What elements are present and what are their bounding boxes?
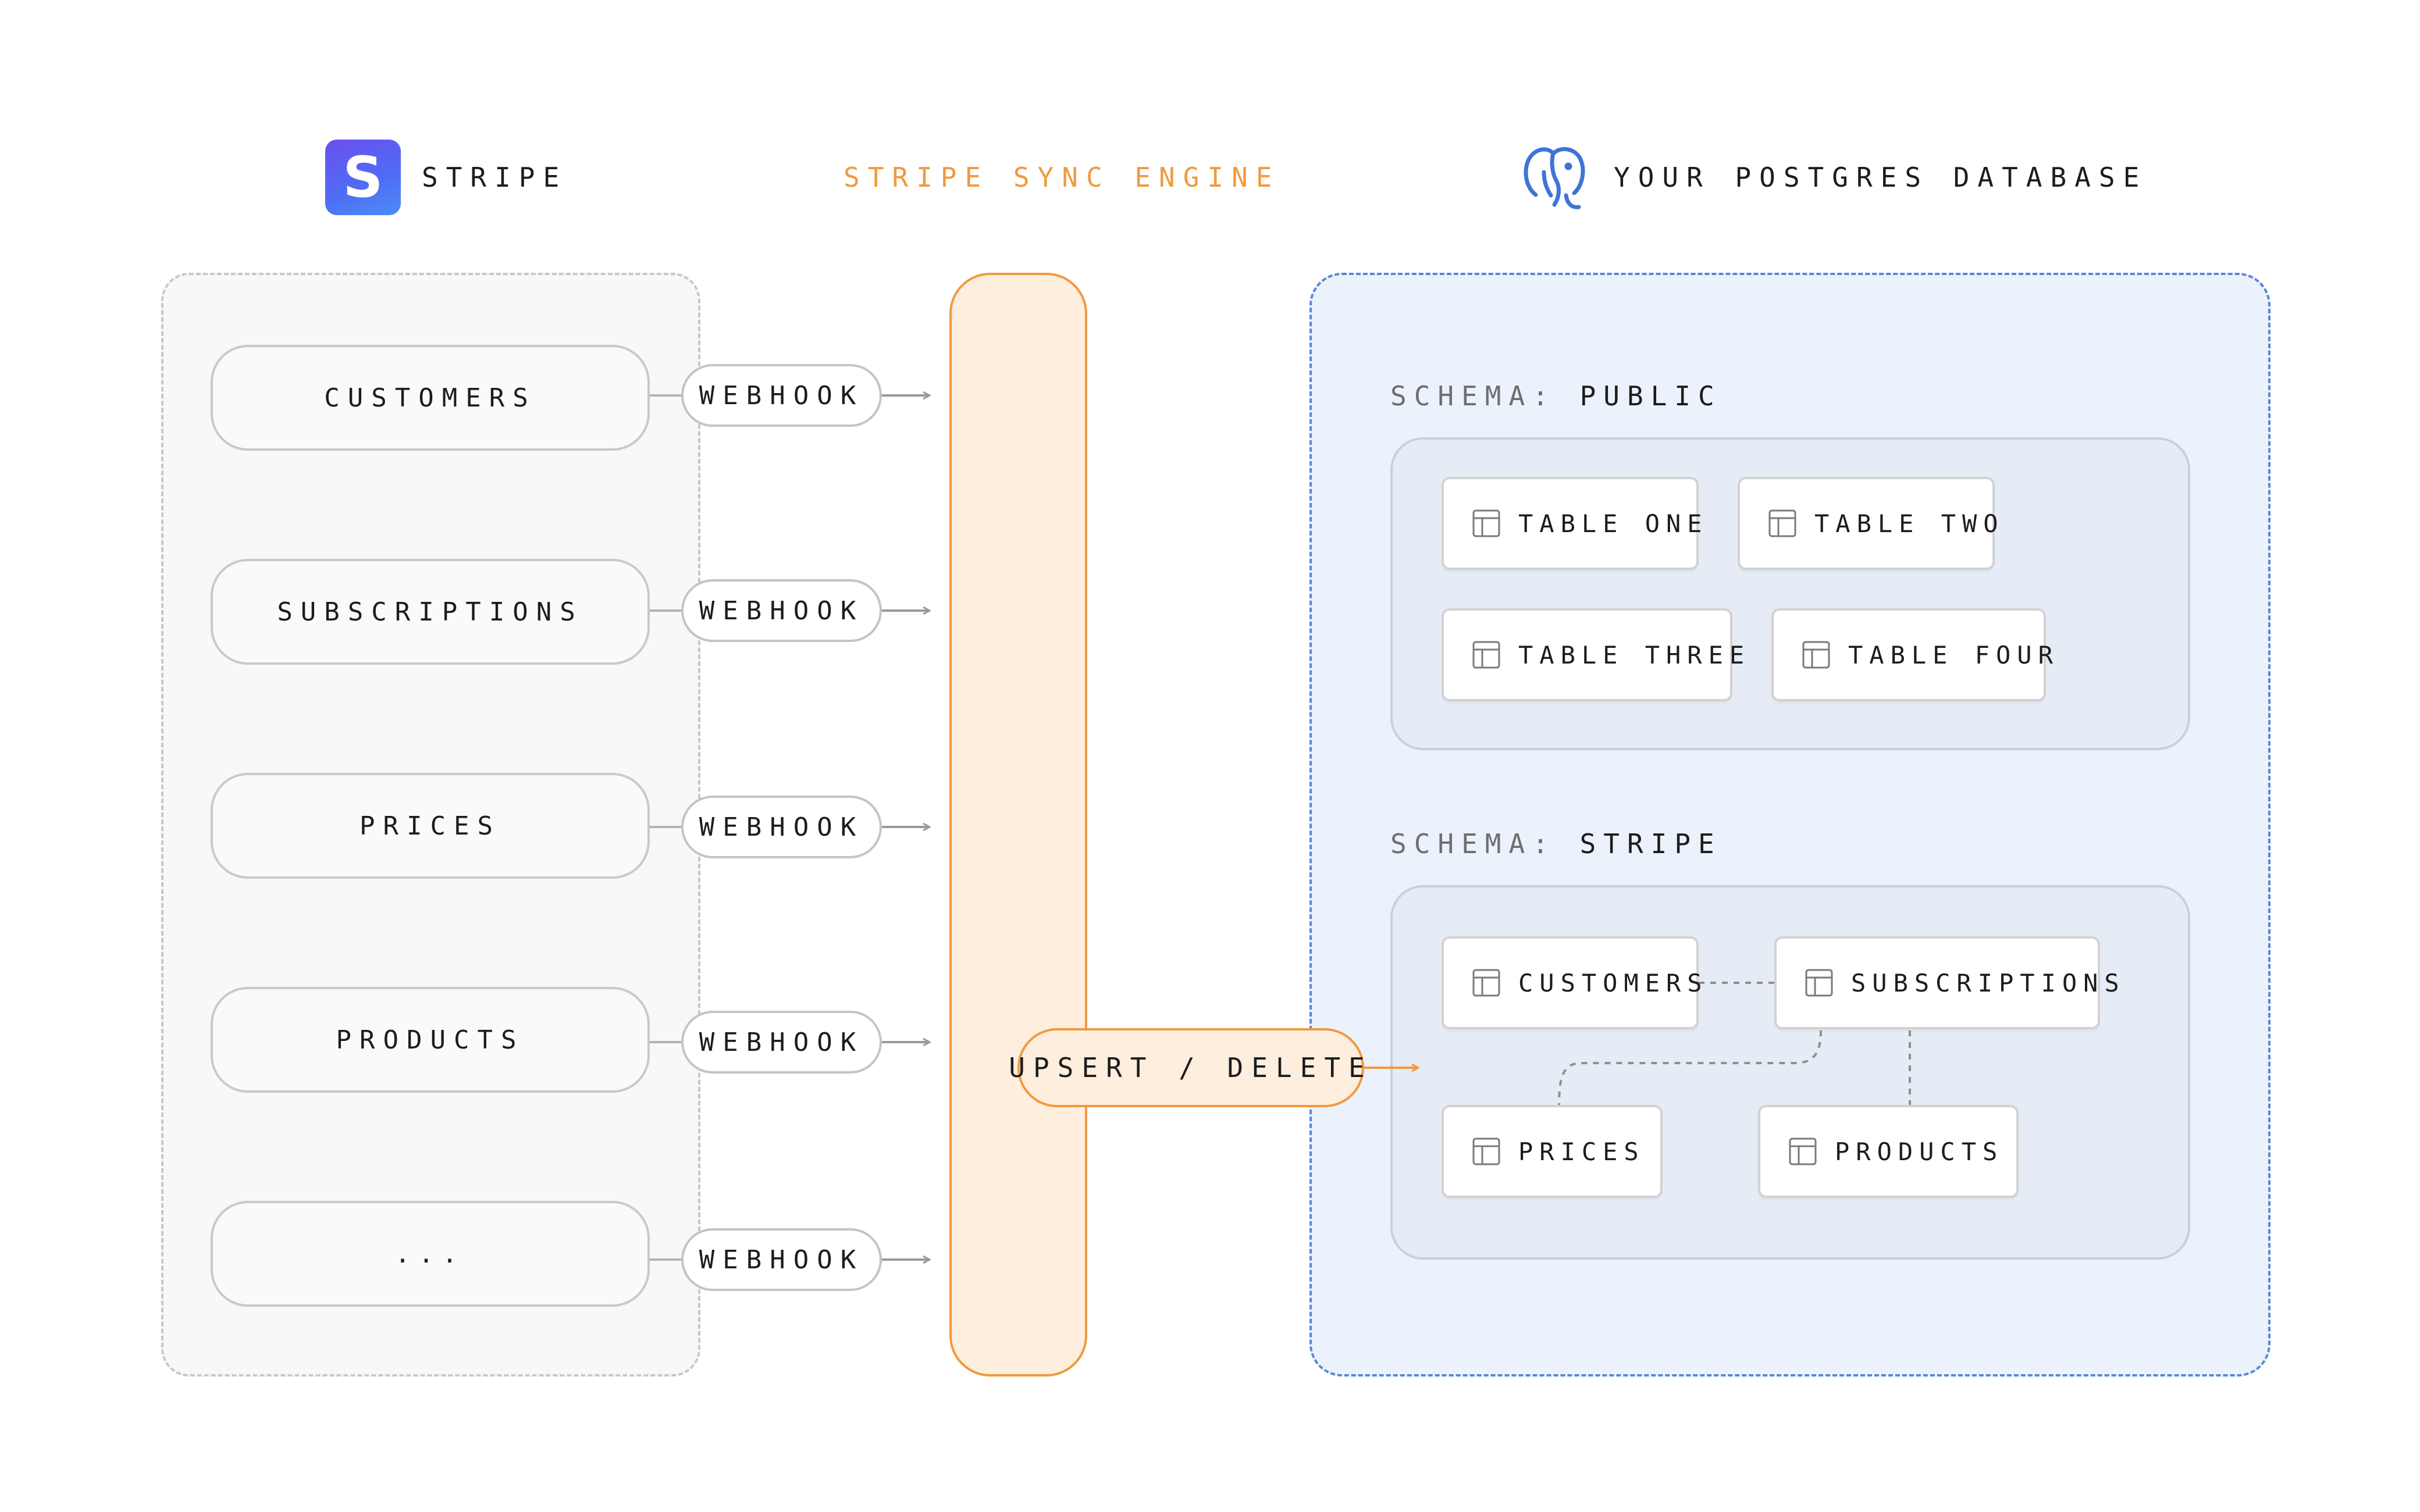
table-grid-icon: [1768, 509, 1796, 537]
webhook-pill-subscriptions: WEBHOOK: [681, 579, 882, 642]
webhook-pill-prices: WEBHOOK: [681, 796, 882, 858]
webhook-pill-products: WEBHOOK: [681, 1011, 882, 1074]
stripe-object-more: ...: [211, 1201, 650, 1307]
stripe-object-prices: PRICES: [211, 773, 650, 879]
stripe-object-customers: CUSTOMERS: [211, 345, 650, 451]
sync-engine-bar: [949, 273, 1087, 1377]
stripe-object-subscriptions: SUBSCRIPTIONS: [211, 559, 650, 665]
table-grid-icon: [1805, 969, 1833, 997]
table-public-three: TABLE THREE: [1442, 608, 1744, 701]
stripe-header: S STRIPE: [325, 140, 567, 215]
postgres-elephant-icon: [1524, 147, 1585, 209]
stripe-header-title: STRIPE: [422, 162, 568, 193]
table-grid-icon: [1789, 1137, 1817, 1165]
relation-subscriptions-prices: [1558, 1030, 1822, 1106]
postgres-header-title: YOUR POSTGRES DATABASE: [1614, 162, 2148, 193]
table-grid-icon: [1472, 641, 1500, 669]
engine-header-title: STRIPE SYNC ENGINE: [844, 162, 1280, 193]
webhook-pill-customers: WEBHOOK: [681, 364, 882, 427]
table-stripe-prices: PRICES: [1442, 1105, 1663, 1198]
table-grid-icon: [1472, 969, 1500, 997]
table-grid-icon: [1802, 641, 1830, 669]
table-stripe-customers: CUSTOMERS: [1442, 936, 1702, 1029]
webhook-pill-more: WEBHOOK: [681, 1228, 882, 1291]
schema-public-title: SCHEMA: PUBLIC: [1390, 380, 1722, 412]
stripe-object-products: PRODUCTS: [211, 987, 650, 1093]
table-public-four: TABLE FOUR: [1771, 608, 2053, 701]
table-grid-icon: [1472, 509, 1500, 537]
stripe-logo-icon: S: [325, 140, 401, 215]
schema-stripe-title: SCHEMA: STRIPE: [1390, 828, 1722, 860]
upsert-delete-pill: UPSERT / DELETE: [1009, 1028, 1365, 1107]
postgres-header: YOUR POSTGRES DATABASE: [1518, 140, 2147, 215]
table-stripe-subscriptions: SUBSCRIPTIONS: [1774, 936, 2119, 1029]
table-public-one: TABLE ONE: [1442, 477, 1702, 570]
table-public-two: TABLE TWO: [1738, 477, 1998, 570]
table-grid-icon: [1472, 1137, 1500, 1165]
table-stripe-products: PRODUCTS: [1758, 1105, 2019, 1198]
